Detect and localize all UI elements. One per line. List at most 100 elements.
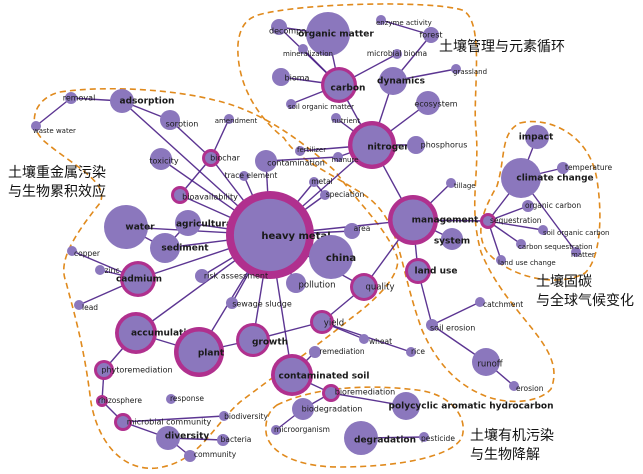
- node-pesticide[interactable]: pesticide: [419, 432, 455, 443]
- node-land-use-change[interactable]: land use change: [496, 255, 556, 267]
- node-growth[interactable]: growth: [236, 323, 288, 357]
- node-grassland[interactable]: grassland: [451, 64, 487, 76]
- node-microorganism[interactable]: microorganism: [271, 425, 330, 435]
- node-tillage[interactable]: tillage: [446, 178, 476, 190]
- node-agricultural-soil[interactable]: agricultural soil: [175, 210, 256, 236]
- node-climate-change[interactable]: climate change: [501, 158, 594, 198]
- node-water[interactable]: water: [104, 205, 155, 249]
- node-speciation[interactable]: speciation: [320, 190, 364, 200]
- node-runoff[interactable]: runoff: [472, 348, 504, 376]
- node-pah[interactable]: polycyclic aromatic hydrocarbon: [389, 392, 554, 420]
- node-nitrogen[interactable]: nitrogen: [348, 121, 411, 169]
- cluster-outline-soil-management: [237, 3, 555, 403]
- node-sewage-sludge[interactable]: sewage sludge: [226, 297, 292, 309]
- node-bioavailability[interactable]: bioavailability: [171, 186, 238, 204]
- node-soil-erosion[interactable]: soil erosion: [426, 319, 475, 333]
- node-soil-organic-carbon[interactable]: soil organic carbon: [538, 225, 609, 237]
- node-remediation[interactable]: remediation: [309, 346, 365, 358]
- node-rice[interactable]: rice: [406, 347, 425, 357]
- node-fertilizer[interactable]: fertilizer: [295, 146, 326, 156]
- node-biomass[interactable]: bioma: [272, 68, 310, 86]
- node-wheat[interactable]: wheat: [359, 334, 392, 346]
- node-label: forest: [419, 31, 442, 40]
- node-mineralization[interactable]: mineralization: [283, 44, 333, 58]
- node-sequestration[interactable]: sequestration: [480, 213, 542, 229]
- node-area[interactable]: area: [344, 223, 370, 239]
- node-diversity[interactable]: diversity: [156, 426, 209, 450]
- node-circle: [226, 297, 238, 309]
- node-label: ecosystem: [414, 100, 457, 109]
- node-circle: [166, 394, 176, 404]
- node-adsorption[interactable]: adsorption: [110, 89, 174, 113]
- node-organic-carbon[interactable]: organic carbon: [522, 200, 581, 212]
- node-bioremediation[interactable]: bioremediation: [322, 384, 395, 402]
- node-circle: [557, 162, 569, 174]
- node-trace-element[interactable]: trace element: [225, 171, 278, 181]
- node-pollution[interactable]: pollution: [286, 273, 336, 293]
- cluster-label-line: 土壤重金属污染: [8, 164, 106, 181]
- node-matter[interactable]: matter: [571, 247, 595, 259]
- node-risk-assessment[interactable]: risk assessment: [195, 269, 268, 283]
- node-yield[interactable]: yield: [310, 310, 344, 334]
- node-management[interactable]: management: [388, 195, 479, 245]
- node-bacteria[interactable]: bacteria: [217, 434, 251, 446]
- node-response[interactable]: response: [166, 394, 204, 404]
- node-biochar[interactable]: biochar: [202, 149, 241, 167]
- node-china[interactable]: china: [309, 235, 356, 279]
- node-soil-organic-matter[interactable]: soil organic matter: [286, 99, 354, 111]
- node-biodiversity[interactable]: biodiversity: [219, 411, 268, 421]
- node-ecosystem[interactable]: ecosystem: [414, 91, 458, 115]
- node-waste-water[interactable]: waste water: [31, 121, 76, 135]
- node-contaminated-soil[interactable]: contaminated soil: [271, 354, 369, 396]
- node-plant[interactable]: plant: [174, 327, 225, 377]
- node-land-use[interactable]: land use: [405, 258, 458, 284]
- node-contamination[interactable]: contamination: [255, 150, 325, 172]
- node-heavy-metal[interactable]: heavy metal: [226, 191, 331, 279]
- node-microbial-biomass[interactable]: microbial bioma: [367, 49, 427, 59]
- node-quality[interactable]: quality: [350, 273, 395, 301]
- node-circle: [150, 233, 180, 263]
- node-copper[interactable]: copper: [67, 246, 101, 258]
- node-lead[interactable]: lead: [74, 300, 98, 312]
- node-enzyme-activity[interactable]: enzyme activity: [376, 15, 432, 27]
- node-accumulation[interactable]: accumulation: [115, 312, 199, 354]
- node-forest[interactable]: forest: [419, 27, 443, 43]
- node-circle: [67, 246, 77, 256]
- node-toxicity[interactable]: toxicity: [149, 148, 179, 170]
- node-catchment[interactable]: catchment: [475, 297, 523, 309]
- node-carbon-sequestration[interactable]: carbon sequestration: [516, 239, 593, 251]
- node-cadmium[interactable]: cadmium: [116, 261, 162, 297]
- node-biodegradation[interactable]: biodegradation: [292, 398, 362, 420]
- node-circle: [392, 392, 420, 420]
- node-zinc[interactable]: zinc: [95, 265, 119, 275]
- node-nutrient[interactable]: nutrient: [331, 113, 360, 125]
- node-microbial-community[interactable]: microbial community: [114, 413, 212, 431]
- node-sorption[interactable]: sorption: [160, 110, 198, 130]
- node-degradation[interactable]: degradation: [344, 421, 416, 455]
- node-dynamics[interactable]: dynamics: [377, 67, 425, 95]
- node-manure[interactable]: manure: [331, 152, 359, 164]
- node-impact[interactable]: impact: [519, 125, 554, 149]
- node-circle: [255, 150, 277, 172]
- node-label: organic carbon: [525, 201, 581, 210]
- node-erosion[interactable]: erosion: [509, 381, 544, 393]
- node-core: [324, 70, 354, 100]
- node-label: contaminated soil: [279, 372, 370, 382]
- node-system[interactable]: system: [434, 228, 470, 250]
- node-rhizosphere[interactable]: rhizosphere: [96, 395, 142, 407]
- node-amendment[interactable]: amendment: [215, 114, 258, 125]
- node-phytoremediation[interactable]: phytoremediation: [94, 360, 173, 380]
- node-sediment[interactable]: sediment: [150, 233, 209, 263]
- node-label: zinc: [105, 266, 120, 275]
- node-carbon[interactable]: carbon: [321, 67, 365, 103]
- node-removal[interactable]: removal: [63, 92, 96, 104]
- node-decomposition[interactable]: decomposition: [269, 19, 328, 36]
- node-metal[interactable]: metal: [309, 177, 333, 187]
- node-label: sequestration: [490, 216, 542, 225]
- node-community[interactable]: community: [184, 450, 237, 462]
- edge-removal-waste_water: [35, 97, 72, 127]
- node-label: microbial community: [127, 418, 212, 427]
- node-temperature[interactable]: temperature: [557, 162, 613, 174]
- node-phosphorus[interactable]: phosphorus: [407, 136, 467, 154]
- node-organic-matter[interactable]: organic matter: [298, 12, 374, 56]
